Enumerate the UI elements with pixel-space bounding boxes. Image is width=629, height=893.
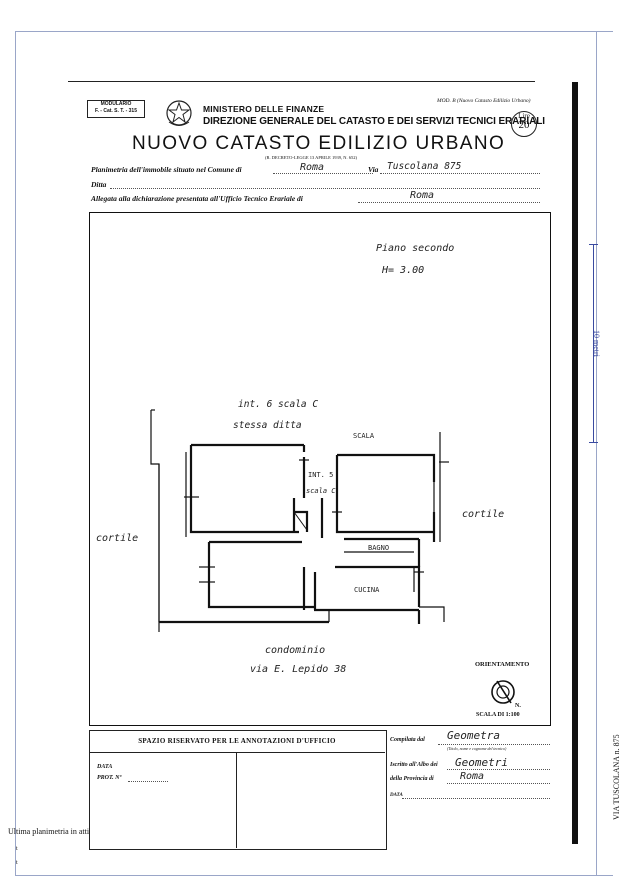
scale-bar-label: 10 metri — [592, 330, 601, 357]
provincia-value: Roma — [460, 771, 485, 782]
prot-dots — [128, 781, 168, 782]
orientamento-label: ORIENTAMENTO — [475, 661, 530, 668]
provincia-dots — [447, 783, 550, 784]
mod-label: MOD. B (Nuovo Catasto Edilizio Urbano) — [437, 98, 531, 104]
allegata-label: Allegata alla dichiarazione presentata a… — [91, 194, 303, 203]
modulario-top: MODULARIO — [100, 101, 132, 107]
comune-dots — [273, 173, 373, 174]
modulario-box: MODULARIO F. - Cat. S. T. - 315 — [87, 100, 145, 118]
ufficio-box — [89, 730, 387, 850]
cortile-left-label: cortile — [96, 533, 139, 544]
floor-plan-drawing — [150, 409, 449, 632]
lire-stamp: Lire 20 — [511, 111, 537, 137]
compilata-dots — [438, 744, 550, 745]
scale-bar-line — [593, 244, 594, 443]
data-dots — [402, 798, 550, 799]
ufficio-value: Roma — [410, 190, 435, 201]
crop-line-top — [15, 31, 613, 32]
north-label: N. — [515, 703, 521, 709]
sheet-edge-bar — [572, 82, 578, 844]
iscritto-dots — [447, 769, 550, 770]
crop-line-right — [596, 31, 597, 876]
via-lepido-label: via E. Lepido 38 — [250, 664, 347, 675]
footer-t2: t — [16, 860, 18, 866]
provincia-label: della Provincia di — [390, 776, 434, 782]
ministry-name: MINISTERO DELLE FINANZE — [203, 104, 325, 114]
planimetria-label: Planimetria dell'immobile situato nel Co… — [91, 165, 242, 174]
lire-value: 20 — [518, 119, 530, 131]
neighbor-top-owner: stessa ditta — [233, 420, 302, 431]
cucina-label: CUCINA — [354, 586, 380, 594]
ufficio-prot: PROT. Nº — [97, 775, 122, 781]
compilata-label: Compilata dal — [390, 737, 425, 743]
height-label: H= 3.00 — [382, 265, 425, 276]
scala-c-label: scala C — [306, 487, 336, 495]
compilata-value: Geometra — [447, 729, 500, 742]
address-side-label: VIA TUSCOLANA n. 875 — [612, 734, 621, 820]
condominio-label: condominio — [265, 645, 326, 656]
ditta-dots — [110, 188, 540, 189]
scale-tick-top — [589, 244, 598, 245]
compilata-note: (Titolo, nome e cognome del tecnico) — [447, 746, 507, 751]
via-label: Via — [368, 165, 379, 174]
ufficio-title: SPAZIO RISERVATO PER LE ANNOTAZIONI D'UF… — [89, 730, 385, 753]
ufficio-divider — [236, 752, 237, 848]
interno-label: INT. 5 — [308, 471, 334, 479]
bagno-label: BAGNO — [368, 544, 390, 552]
iscritto-label: Iscritto all'Albo dei — [390, 762, 438, 768]
header-rule — [68, 81, 535, 82]
ufficio-data: DATA — [97, 764, 113, 770]
footer-text: Ultima planimetria in atti — [8, 827, 90, 836]
decreto-line: (R. DECRETO-LEGGE 13 APRILE 1939, N. 652… — [265, 155, 358, 160]
cortile-right-label: cortile — [462, 509, 505, 520]
floor-label: Piano secondo — [376, 243, 455, 254]
scale-label: SCALA DI 1:100 — [476, 712, 520, 718]
comune-value: Roma — [300, 162, 325, 173]
ditta-label: Ditta — [91, 180, 107, 189]
compass-icon — [491, 680, 515, 704]
scale-tick-bottom — [589, 442, 598, 443]
document-title: NUOVO CATASTO EDILIZIO URBANO — [132, 133, 506, 154]
direzione-name: DIREZIONE GENERALE DEL CATASTO E DEI SER… — [203, 116, 545, 127]
ufficio-dots — [358, 202, 540, 203]
iscritto-value: Geometri — [455, 756, 508, 769]
crop-line-left — [15, 31, 16, 876]
neighbor-top-label: int. 6 scala C — [238, 399, 319, 410]
via-value: Tuscolana 875 — [387, 161, 462, 172]
modulario-bottom: F. - Cat. S. T. - 315 — [95, 108, 137, 114]
footer-t1: t — [16, 846, 18, 852]
republic-emblem-icon — [166, 100, 192, 126]
lire-label: Lire — [518, 112, 530, 120]
plan-frame — [89, 212, 551, 726]
via-dots — [380, 173, 540, 174]
crop-line-bottom — [15, 875, 613, 876]
compilata-data-label: DATA — [390, 793, 403, 798]
scala-label: SCALA — [353, 432, 375, 440]
